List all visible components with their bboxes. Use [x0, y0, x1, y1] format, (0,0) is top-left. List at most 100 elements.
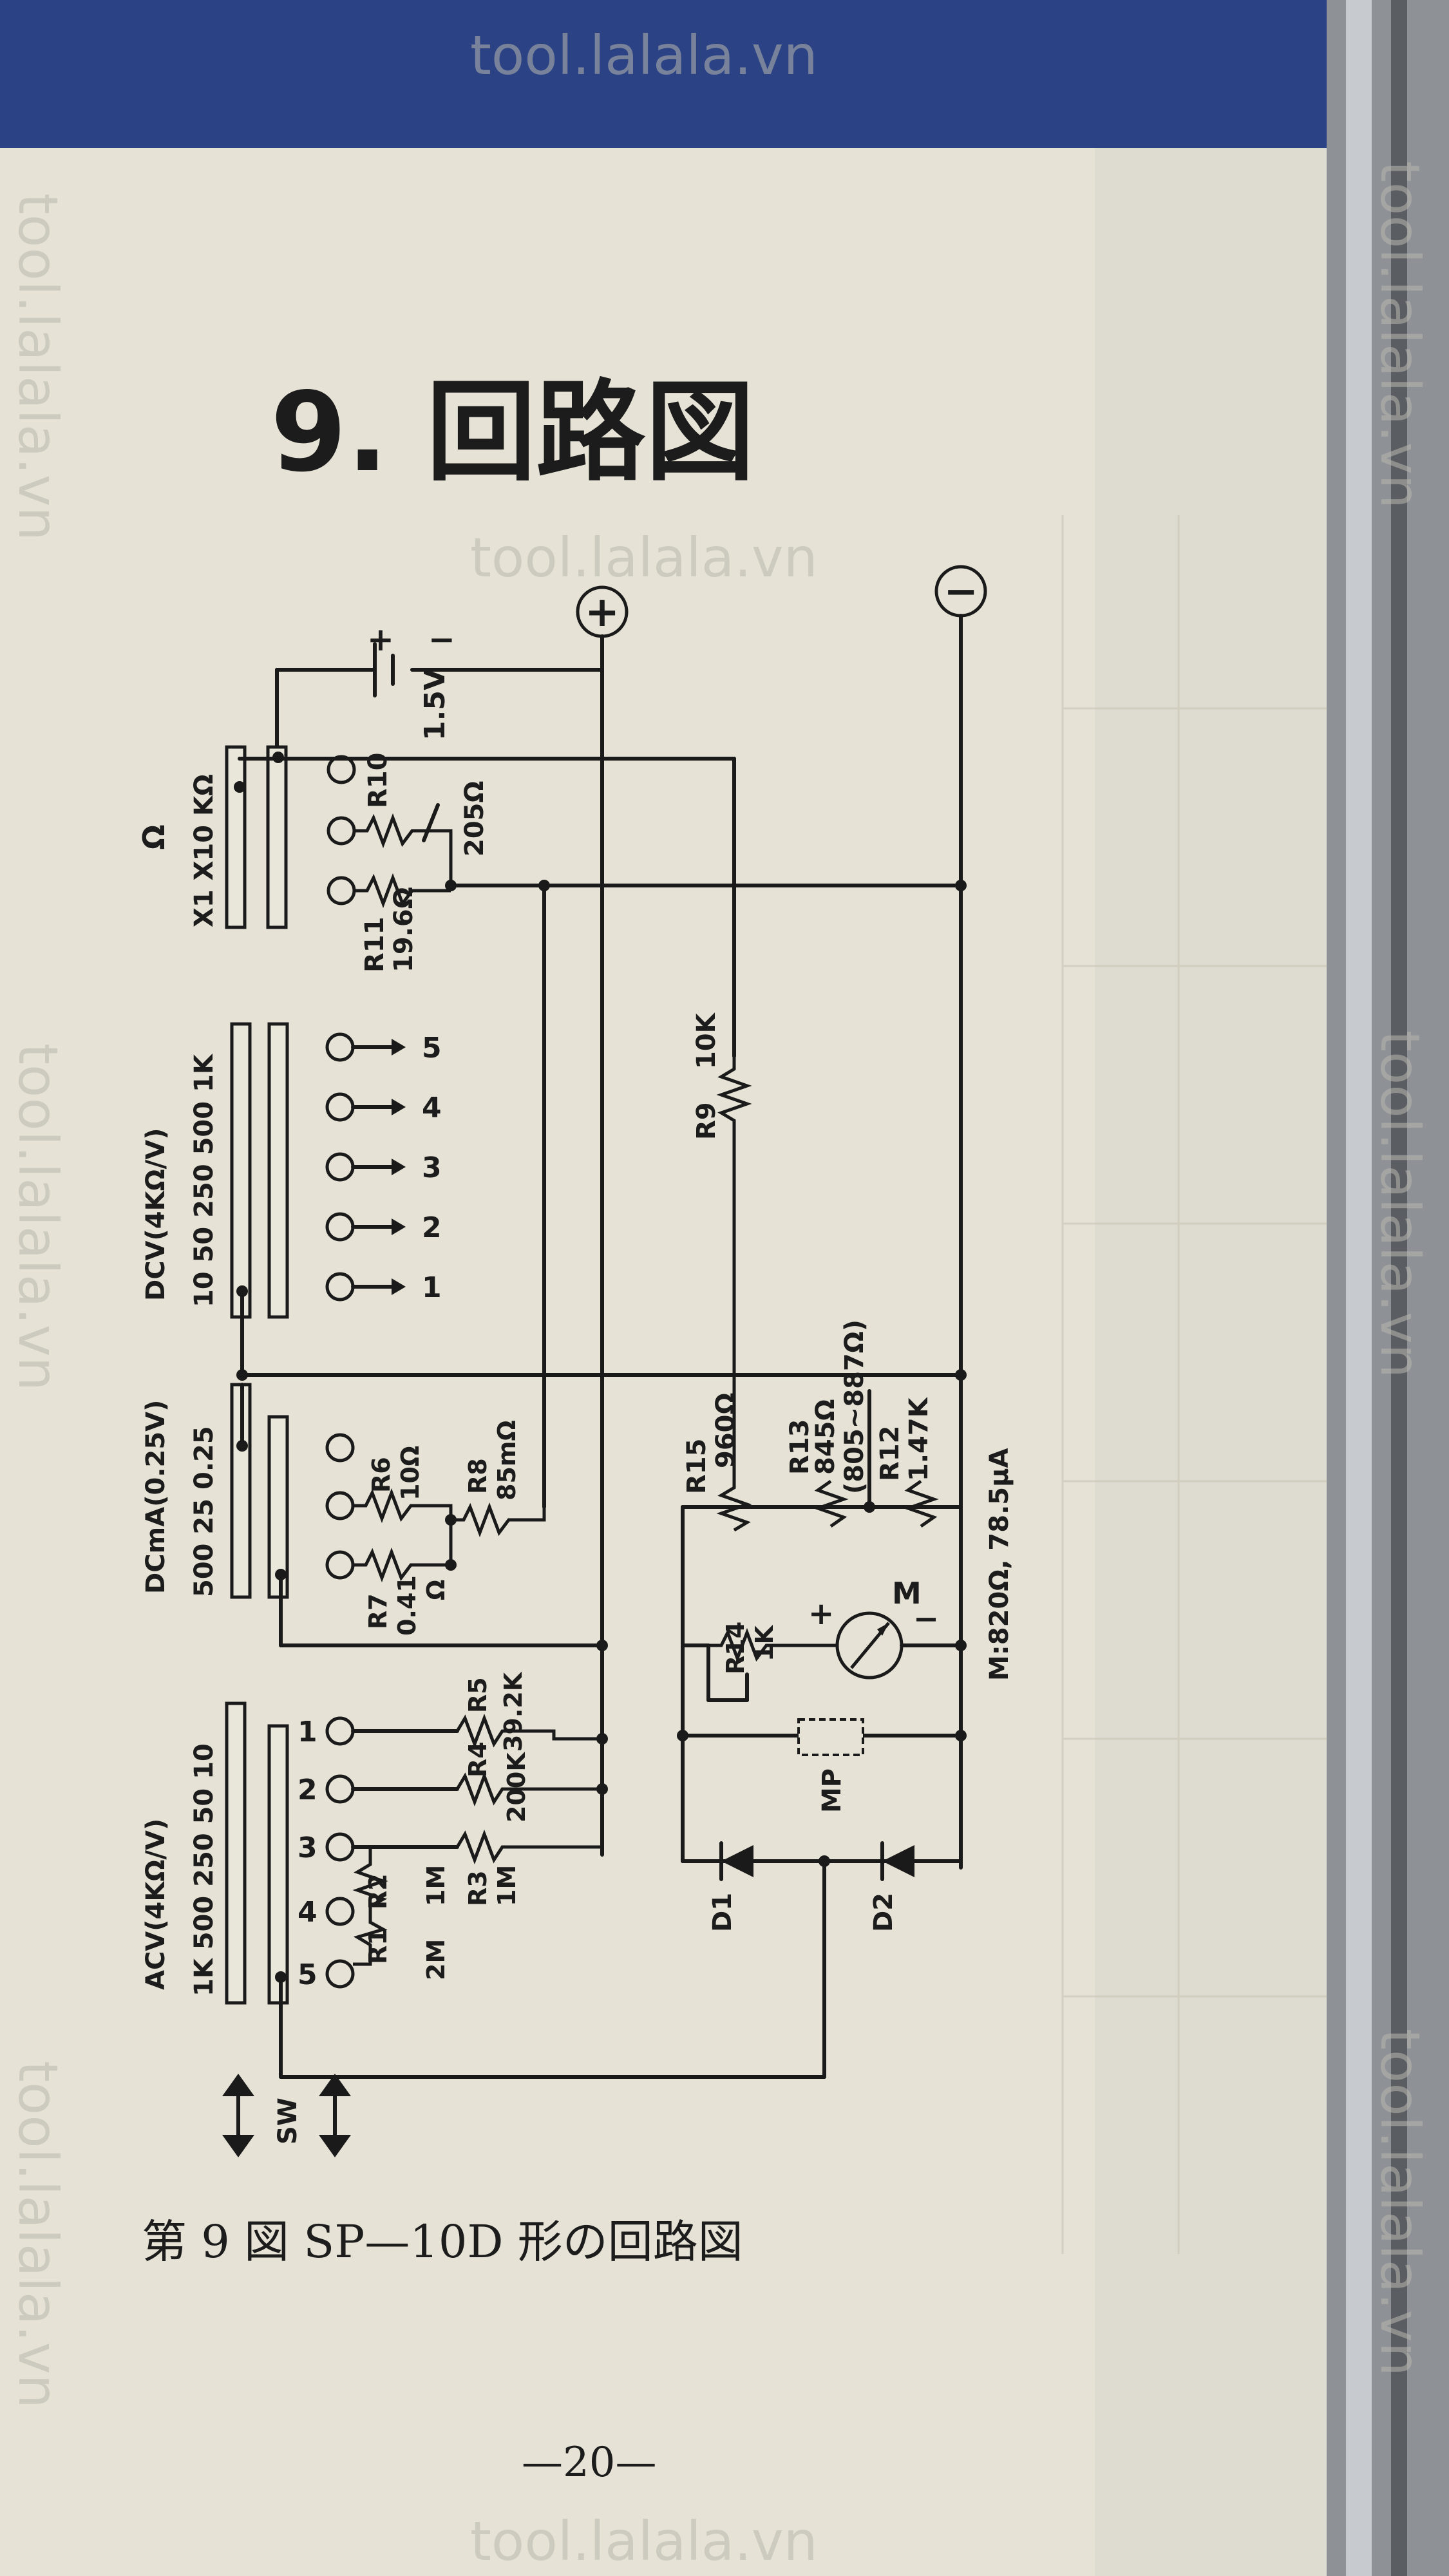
acv-contact-5 [325, 1959, 355, 1989]
r15-value: 960Ω [711, 1393, 741, 1469]
acv-position-3: 3 [298, 1832, 317, 1864]
watermark-bottom: tool.lalala.vn [470, 2510, 818, 2573]
switch-label: SW [273, 2098, 303, 2145]
d1-label: D1 [708, 1893, 737, 1932]
r8-label: R8 [464, 1458, 492, 1494]
r7-resistor [353, 1547, 451, 1583]
r15-resistor [716, 1475, 752, 1532]
dcv-switch-rails [230, 1022, 289, 1319]
r1-value: 2M [422, 1939, 450, 1980]
watermark-right-1: tool.lalala.vn [1368, 161, 1432, 509]
watermark-top: tool.lalala.vn [470, 24, 818, 87]
r12-value: 1.47K [904, 1396, 934, 1481]
negative-terminal-symbol: − [943, 568, 978, 616]
dcv-contacts [325, 1032, 406, 1302]
page-heading: 9. 回路図 [270, 369, 755, 497]
meter-plus: + [808, 1596, 834, 1632]
r4-label: R4 [464, 1741, 492, 1777]
r3-resistor [455, 1829, 602, 1865]
r13-range: (805~887Ω) [840, 1320, 869, 1494]
r11-value: 19.6Ω [389, 887, 419, 972]
positive-terminal-symbol: + [585, 589, 620, 636]
watermark-left-2: tool.lalala.vn [6, 1043, 70, 1391]
meter-label: M [892, 1576, 922, 1611]
watermark-mid: tool.lalala.vn [470, 526, 818, 589]
r12-label: R12 [875, 1426, 905, 1481]
r2-label: R2 [364, 1873, 392, 1909]
acv-position-4: 4 [298, 1896, 317, 1929]
d2-diode [882, 1845, 914, 1877]
r9-label: R9 [692, 1102, 721, 1140]
page-number: —20— [522, 2439, 656, 2486]
figure-caption: 第 9 図 SP—10D 形の回路図 [142, 2215, 743, 2268]
r4-resistor [455, 1771, 602, 1807]
acv-switch-rails [225, 1701, 289, 2005]
r12-resistor [903, 1479, 939, 1528]
watermark-left-3: tool.lalala.vn [6, 2061, 70, 2409]
dcma-025-contact [325, 1433, 355, 1463]
r1-label: R1 [364, 1928, 392, 1964]
r10-label: R10 [363, 753, 393, 808]
r8-value: 85mΩ [493, 1420, 521, 1501]
r1-resistor [353, 1911, 388, 1966]
dcma-section-title: DCmA(0.25V) [141, 1400, 171, 1594]
battery-voltage: 1.5V [419, 668, 451, 741]
dcv-section-title: DCV(4KΩ/V) [141, 1128, 171, 1301]
r10-resistor [354, 813, 453, 882]
dcma-section-ranges: 500 25 0.25 [189, 1426, 219, 1597]
r8-resistor [451, 1502, 546, 1538]
r13-resistor [813, 1479, 849, 1528]
r14-value: 1K [750, 1625, 779, 1662]
dcv-position-4: 4 [422, 1092, 442, 1124]
watermark-left-1: tool.lalala.vn [6, 193, 70, 541]
r2-value: 1M [422, 1865, 450, 1906]
acv-contact-4 [325, 1897, 355, 1926]
battery-plus: + [367, 621, 394, 658]
r2-resistor [352, 1847, 388, 1911]
dcv-section-ranges: 10 50 250 500 1K [189, 1053, 219, 1307]
acv-section-ranges: 1K 500 250 50 10 [189, 1743, 219, 1996]
d1-diode [721, 1845, 753, 1877]
acv-position-1: 1 [298, 1716, 317, 1748]
r15-label: R15 [682, 1439, 712, 1494]
r4-value: 200K [502, 1752, 531, 1823]
r14-label: R14 [721, 1622, 750, 1674]
r11-resistor [354, 873, 451, 909]
r14-resistor [708, 1627, 837, 1663]
r11-label: R11 [360, 917, 390, 972]
r6-value: 10Ω [396, 1446, 424, 1501]
dcv-position-2: 2 [422, 1211, 442, 1244]
dcv-position-3: 3 [422, 1151, 442, 1184]
ohm-section-title: Ω [137, 824, 171, 849]
r10-value: 205Ω [460, 781, 489, 857]
r6-resistor [353, 1488, 453, 1565]
r5-label: R5 [464, 1677, 492, 1713]
battery-minus: − [428, 621, 455, 658]
dcv-position-5: 5 [422, 1032, 442, 1065]
mp-label: MP [817, 1768, 847, 1813]
r7-label: R7 [364, 1593, 392, 1629]
dcv-position-1: 1 [422, 1271, 442, 1304]
acv-position-2: 2 [298, 1774, 317, 1806]
r13-label: R13 [785, 1419, 815, 1475]
r3-value: 1M [493, 1865, 521, 1906]
r9-value: 10K [692, 1012, 721, 1069]
acv-position-5: 5 [298, 1958, 317, 1991]
d2-label: D2 [869, 1893, 898, 1932]
r5-value: 39.2K [499, 1671, 527, 1752]
ohm-section-ranges: X1 X10 KΩ [189, 774, 219, 927]
ohm-switch-rails [225, 745, 288, 929]
r9-resistor [716, 1056, 752, 1475]
acv-section-title: ACV(4KΩ/V) [141, 1819, 171, 1990]
battery [275, 642, 604, 749]
watermark-right-3: tool.lalala.vn [1368, 2029, 1432, 2376]
r7-unit: Ω [422, 1580, 450, 1600]
r5-resistor [455, 1713, 602, 1749]
r13-value: 845Ω [811, 1399, 840, 1475]
watermark-right-2: tool.lalala.vn [1368, 1030, 1432, 1378]
meter-spec: M:820Ω, 78.5μA [985, 1448, 1014, 1681]
meter-minus: − [913, 1601, 939, 1637]
r3-label: R3 [464, 1870, 492, 1906]
switch-direction-arrow [222, 2074, 351, 2157]
